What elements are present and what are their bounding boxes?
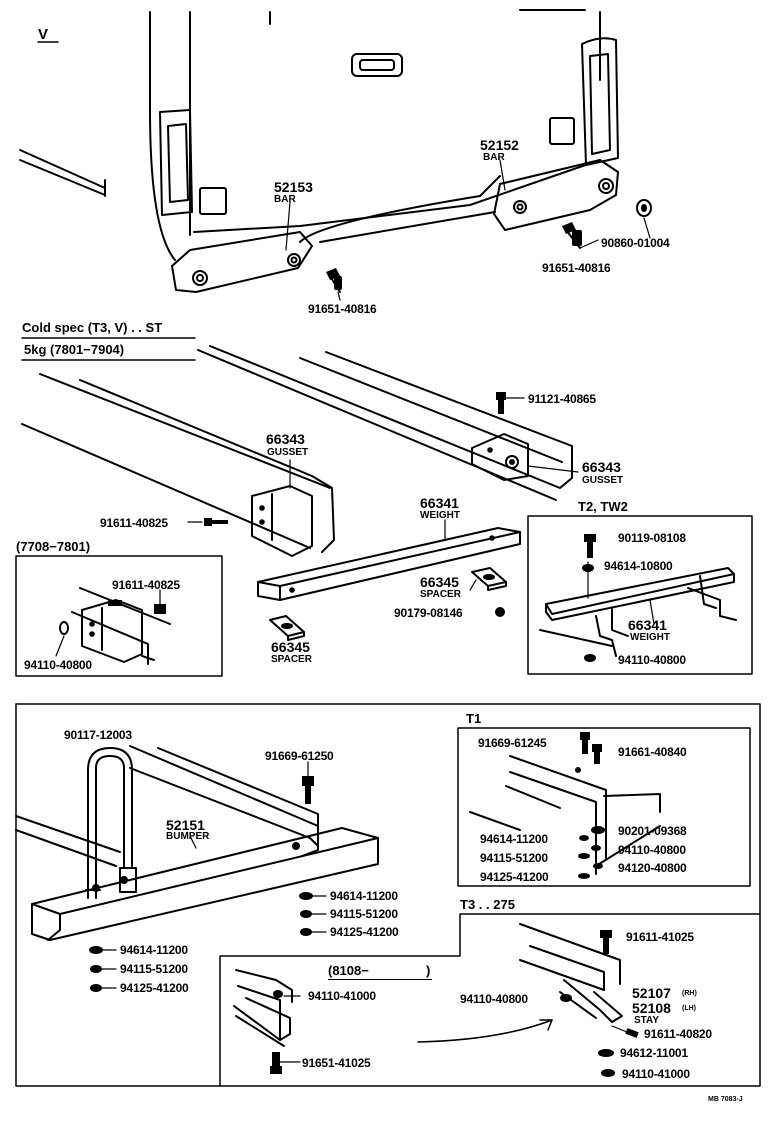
box-t3-title: T3 . . 275 [460,897,515,912]
stay-lh-tag: (LH) [682,1005,696,1012]
bumper-washer1-label: 94614-11200 [330,889,398,903]
bumper-illustration [15,745,379,992]
box-8108-illustration [233,969,301,1074]
box-t2-weight-number: 66341 [628,617,667,633]
bolt-91611-label: 91611-40825 [100,516,168,530]
box-t1-illustration [469,732,661,879]
box-t3-bolt2-label: 91611-40820 [644,1027,712,1041]
bumper-lower-washer3-label: 94125-41200 [120,981,189,995]
cold-spec-illustration [21,345,579,641]
box-t3-washer2-label: 94612-11001 [620,1046,688,1060]
box-t1-washer4-label: 94110-40800 [618,843,686,857]
footer-code: MB 7083-J [708,1096,743,1103]
box-t1-washer3-label: 94115-51200 [480,851,548,865]
box-t3-washer1-label: 94110-40800 [460,992,528,1006]
bolt-91121-label: 91121-40865 [528,392,596,406]
box-t1-bolt2-label: 91661-40840 [618,745,687,759]
box-t1-title: T1 [466,711,482,726]
bumper-section-frame [15,703,761,1087]
box-8108-title: (8108− [328,963,369,978]
weight-name: WEIGHT [420,510,460,521]
bolt-right-label: 91651-40816 [542,261,611,275]
spacer-left-name: SPACER [271,654,312,665]
box-t2-illustration [539,534,737,662]
ubolt-label: 90117-12003 [64,728,132,742]
gusset-right-name: GUSSET [582,475,624,486]
bumper-name: BUMPER [166,831,210,842]
box-8108-bolt-label: 91651-41025 [302,1056,371,1070]
gusset-left-name: GUSSET [267,447,309,458]
box-t3-bolt1-label: 91611-41025 [626,930,694,944]
box-t2-frame [527,515,753,675]
part-52153-number: 52153 [274,179,313,195]
bumper-lower-washer2-label: 94115-51200 [120,962,188,976]
box-8108-title-underline [328,979,432,980]
box-8108-washer-label: 94110-41000 [308,989,376,1003]
box-t1-washer2-label: 90201-09368 [618,824,687,838]
box-7708-washer-label: 94110-40800 [24,658,92,672]
stay-lh-number: 52108 [632,1000,671,1016]
box-t3-washer3-label: 94110-41000 [622,1067,690,1081]
box-7708-title: (7708−7801) [16,539,91,554]
stay-name: STAY [634,1015,660,1026]
nut-90179-label: 90179-08146 [394,606,463,620]
bumper-washer3-label: 94125-41200 [330,925,399,939]
cold-spec-heading: Cold spec (T3, V) . . ST [22,320,163,335]
cold-spec-weight-heading: 5kg (7801−7904) [24,342,125,357]
bolt-left-label: 91651-40816 [308,302,377,316]
box-t1-washer5-label: 94125-41200 [480,870,549,884]
bumper-lower-washer1-label: 94614-11200 [120,943,188,957]
box-t3-illustration [417,923,639,1077]
box-7708-illustration [55,587,171,665]
nut-90860-label: 90860-01004 [601,236,670,250]
stay-rh-tag: (RH) [682,990,697,997]
gusset-right-number: 66343 [582,459,621,475]
part-52152-number: 52152 [480,137,519,153]
box-t1-washer6-label: 94120-40800 [618,861,687,875]
weight-number: 66341 [420,495,459,511]
box-t2-washer1-label: 94614-10800 [604,559,673,573]
box-t1-frame [457,727,751,887]
box-t2-washer2-label: 94110-40800 [618,653,686,667]
box-t1-washer1-label: 94614-11200 [480,832,548,846]
gusset-left-number: 66343 [266,431,305,447]
bumper-bolt-label: 91669-61250 [265,749,334,763]
bumper-washer2-label: 94115-51200 [330,907,398,921]
spacer-left-number: 66345 [271,639,310,655]
box-t1-bolt1-label: 91669-61245 [478,736,547,750]
section-v-title: V [38,26,49,43]
van-rear-illustration [19,9,652,301]
part-52152-name: BAR [483,152,505,163]
box-t2-bolt-label: 90119-08108 [618,531,686,545]
box-t2-title: T2, TW2 [578,499,628,514]
box-t2-weight-name: WEIGHT [630,632,670,643]
spacer-right-number: 66345 [420,574,459,590]
spacer-right-name: SPACER [420,589,461,600]
box-7708-frame [15,555,223,677]
stay-rh-number: 52107 [632,985,671,1001]
bumper-number: 52151 [166,817,205,833]
box-7708-bolt-label: 91611-40825 [112,578,180,592]
part-52153-name: BAR [274,194,296,205]
box-8108-title-end: ) [426,963,431,978]
